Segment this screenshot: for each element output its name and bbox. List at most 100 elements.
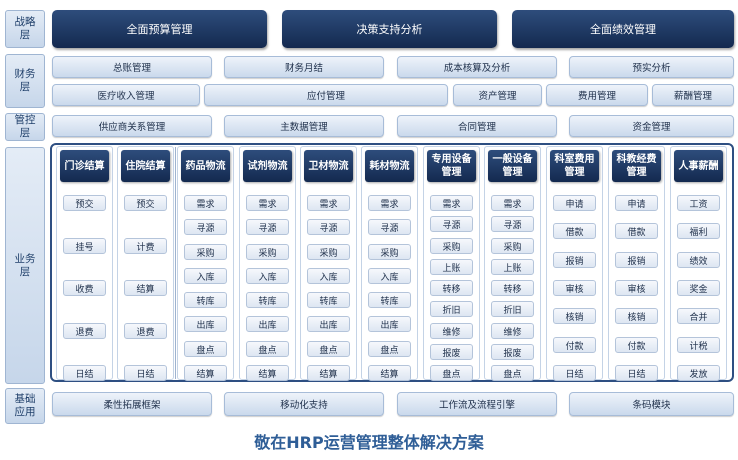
finance-expense-management[interactable]: 费用管理 [546, 84, 648, 106]
business-item[interactable]: 日结 [124, 365, 167, 381]
business-item[interactable]: 盘点 [368, 341, 411, 357]
business-item[interactable]: 结算 [307, 365, 350, 381]
business-item[interactable]: 入库 [184, 268, 227, 284]
business-item[interactable]: 核销 [615, 308, 658, 324]
business-item[interactable]: 报废 [430, 344, 473, 360]
business-item[interactable]: 奖金 [677, 280, 720, 296]
business-item[interactable]: 报废 [491, 344, 534, 360]
business-item[interactable]: 需求 [368, 195, 411, 211]
business-item[interactable]: 核销 [553, 308, 596, 324]
business-item[interactable]: 结算 [246, 365, 289, 381]
business-item[interactable]: 报销 [553, 252, 596, 268]
business-item[interactable]: 申请 [615, 195, 658, 211]
business-item[interactable]: 盘点 [491, 365, 534, 381]
business-item[interactable]: 转库 [184, 292, 227, 308]
business-item[interactable]: 出库 [246, 316, 289, 332]
business-item[interactable]: 盘点 [307, 341, 350, 357]
business-item[interactable]: 退费 [63, 323, 106, 339]
business-item[interactable]: 预交 [63, 195, 106, 211]
business-item[interactable]: 采购 [184, 244, 227, 260]
business-column-title[interactable]: 住院结算 [121, 150, 170, 182]
business-item[interactable]: 盘点 [246, 341, 289, 357]
foundation-flexible-framework[interactable]: 柔性拓展框架 [52, 392, 212, 416]
business-item[interactable]: 上账 [491, 259, 534, 275]
business-item[interactable]: 采购 [368, 244, 411, 260]
business-item[interactable]: 退费 [124, 323, 167, 339]
business-item[interactable]: 绩效 [677, 252, 720, 268]
business-item[interactable]: 需求 [246, 195, 289, 211]
business-item[interactable]: 预交 [124, 195, 167, 211]
finance-payroll-management[interactable]: 薪酬管理 [652, 84, 734, 106]
finance-asset-management[interactable]: 资产管理 [453, 84, 542, 106]
business-item[interactable]: 日结 [615, 365, 658, 381]
business-item[interactable]: 盘点 [430, 365, 473, 381]
business-item[interactable]: 采购 [307, 244, 350, 260]
business-column-title[interactable]: 人事薪酬 [674, 150, 723, 182]
finance-month-end[interactable]: 财务月结 [224, 56, 384, 78]
business-item[interactable]: 维修 [430, 323, 473, 339]
business-item[interactable]: 寻源 [246, 219, 289, 235]
business-item[interactable]: 需求 [430, 195, 473, 211]
business-item[interactable]: 结算 [184, 365, 227, 381]
business-item[interactable]: 结算 [124, 280, 167, 296]
business-item[interactable]: 申请 [553, 195, 596, 211]
business-item[interactable]: 发放 [677, 365, 720, 381]
business-item[interactable]: 折旧 [491, 301, 534, 317]
foundation-mobile-support[interactable]: 移动化支持 [224, 392, 384, 416]
control-contract-management[interactable]: 合同管理 [397, 115, 557, 137]
business-column-title[interactable]: 科教经费管理 [612, 150, 661, 182]
business-item[interactable]: 审核 [553, 280, 596, 296]
strategy-decision-support[interactable]: 决策支持分析 [282, 10, 497, 48]
business-item[interactable]: 挂号 [63, 238, 106, 254]
business-item[interactable]: 转库 [246, 292, 289, 308]
finance-cost-accounting[interactable]: 成本核算及分析 [397, 56, 557, 78]
control-master-data[interactable]: 主数据管理 [224, 115, 384, 137]
business-column-title[interactable]: 门诊结算 [60, 150, 109, 182]
finance-accounts-payable[interactable]: 应付管理 [204, 84, 448, 106]
business-item[interactable]: 采购 [491, 238, 534, 254]
business-item[interactable]: 收费 [63, 280, 106, 296]
business-item[interactable]: 寻源 [491, 216, 534, 232]
business-item[interactable]: 借款 [553, 223, 596, 239]
business-column-title[interactable]: 专用设备管理 [427, 150, 476, 182]
business-item[interactable]: 工资 [677, 195, 720, 211]
business-item[interactable]: 入库 [307, 268, 350, 284]
business-item[interactable]: 合并 [677, 308, 720, 324]
finance-general-ledger[interactable]: 总账管理 [52, 56, 212, 78]
business-item[interactable]: 报销 [615, 252, 658, 268]
business-item[interactable]: 审核 [615, 280, 658, 296]
finance-medical-revenue[interactable]: 医疗收入管理 [52, 84, 200, 106]
business-item[interactable]: 计费 [124, 238, 167, 254]
business-item[interactable]: 结算 [368, 365, 411, 381]
business-item[interactable]: 寻源 [184, 219, 227, 235]
business-item[interactable]: 转移 [430, 280, 473, 296]
business-item[interactable]: 入库 [246, 268, 289, 284]
finance-budget-actual[interactable]: 预实分析 [569, 56, 734, 78]
business-item[interactable]: 需求 [184, 195, 227, 211]
business-item[interactable]: 上账 [430, 259, 473, 275]
business-item[interactable]: 出库 [307, 316, 350, 332]
business-item[interactable]: 采购 [430, 238, 473, 254]
business-item[interactable]: 出库 [184, 316, 227, 332]
business-item[interactable]: 转库 [368, 292, 411, 308]
business-item[interactable]: 付款 [553, 337, 596, 353]
business-item[interactable]: 折旧 [430, 301, 473, 317]
business-column-title[interactable]: 耗材物流 [365, 150, 414, 182]
business-column-title[interactable]: 药品物流 [181, 150, 230, 182]
foundation-workflow-engine[interactable]: 工作流及流程引擎 [397, 392, 557, 416]
control-fund-management[interactable]: 资金管理 [569, 115, 734, 137]
business-item[interactable]: 维修 [491, 323, 534, 339]
business-item[interactable]: 福利 [677, 223, 720, 239]
control-supplier-relations[interactable]: 供应商关系管理 [52, 115, 212, 137]
foundation-barcode-module[interactable]: 条码模块 [569, 392, 734, 416]
business-column-title[interactable]: 科室费用管理 [550, 150, 599, 182]
business-item[interactable]: 寻源 [307, 219, 350, 235]
business-item[interactable]: 需求 [307, 195, 350, 211]
business-item[interactable]: 盘点 [184, 341, 227, 357]
business-item[interactable]: 付款 [615, 337, 658, 353]
business-column-title[interactable]: 一般设备管理 [488, 150, 537, 182]
business-item[interactable]: 采购 [246, 244, 289, 260]
business-item[interactable]: 转移 [491, 280, 534, 296]
business-column-title[interactable]: 卫材物流 [304, 150, 353, 182]
business-item[interactable]: 日结 [553, 365, 596, 381]
